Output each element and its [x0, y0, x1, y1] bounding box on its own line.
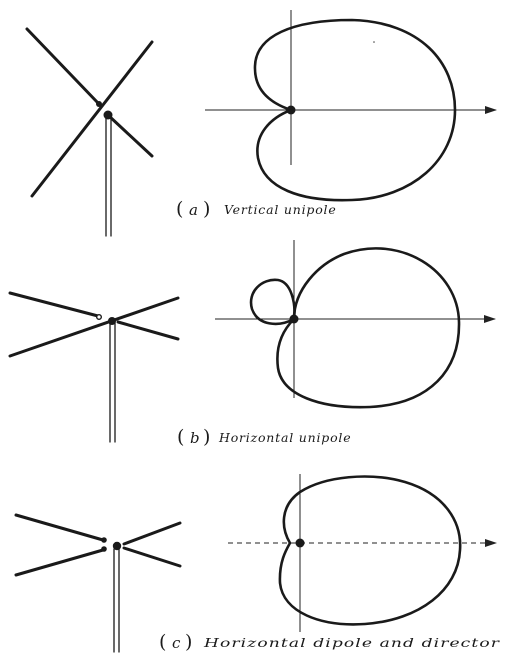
panel-a-radiation-pattern [205, 10, 497, 202]
panel-a-element-tip [96, 101, 102, 107]
panel-b-letter: b [190, 429, 200, 447]
panel-b-caption: ( b ) Horizontal unipole [177, 426, 351, 448]
panel-c-upper-element-tip [101, 537, 107, 543]
panel-c-lower-right-element [122, 546, 182, 568]
panel-b-back-lobe [249, 278, 296, 326]
panel-c-letter: c [172, 634, 181, 652]
svg-text:): ) [185, 631, 192, 653]
panel-c-antenna [14, 513, 182, 653]
panel-c: ( c ) Horizontal dipole and director [14, 474, 500, 653]
panel-b-element-tip [95, 314, 102, 321]
panel-c-upper-right-element [122, 521, 182, 546]
svg-text:(: ( [176, 198, 183, 220]
panel-b-right-element [116, 320, 180, 341]
panel-b-feed-point [108, 317, 116, 325]
svg-text:): ) [203, 426, 210, 448]
panel-a-feed-point [103, 110, 113, 120]
panel-a-caption: ( a ) Vertical unipole [176, 198, 337, 220]
panel-a: ( a ) Vertical unipole [25, 10, 497, 237]
panel-c-pattern-lobe [278, 475, 462, 626]
panel-c-title: Horizontal dipole and director [203, 635, 501, 650]
panel-b-crossing-element [8, 296, 180, 358]
panel-c-feed-point [112, 541, 122, 551]
panel-c-lower-element-tip [101, 546, 107, 552]
panel-a-crossing-element [30, 40, 154, 198]
panel-a-antenna [25, 27, 154, 237]
panel-c-origin-point [295, 538, 305, 548]
panel-b-main-lobe [276, 247, 461, 409]
panel-a-lower-right-element [107, 114, 154, 158]
panel-b: ( b ) Horizontal unipole [8, 240, 496, 448]
panel-a-pattern-lobe [253, 18, 457, 202]
panel-b-left-element [8, 291, 100, 318]
panel-c-caption: ( c ) Horizontal dipole and director [159, 631, 500, 653]
panel-c-radiation-pattern [228, 474, 497, 632]
panel-a-letter: a [189, 201, 198, 219]
panel-b-antenna [8, 291, 180, 443]
svg-text:(: ( [177, 426, 184, 448]
panel-c-lower-left-element [14, 548, 105, 577]
panel-a-origin-point [286, 105, 296, 115]
panel-a-upper-left-element [25, 27, 100, 105]
panel-c-upper-left-element [14, 513, 105, 542]
panel-b-title: Horizontal unipole [218, 430, 351, 445]
svg-text:(: ( [159, 631, 166, 653]
svg-text:): ) [203, 198, 210, 220]
panel-b-radiation-pattern [215, 240, 496, 409]
panel-b-origin-point [289, 314, 299, 324]
panel-a-title: Vertical unipole [224, 202, 337, 217]
